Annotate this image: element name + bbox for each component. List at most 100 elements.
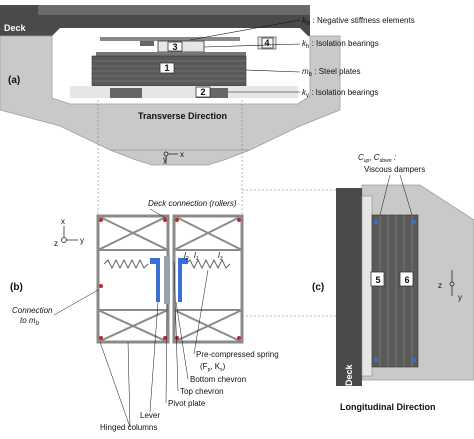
damper-c-down: , C: [369, 153, 379, 162]
legend-sub-kn: N: [306, 21, 310, 27]
leader-deck-connection: [149, 208, 167, 219]
damper-c-up: C: [358, 153, 364, 162]
element-number-5: 5: [375, 275, 380, 285]
panel-label-b: (b): [10, 282, 23, 293]
pivot-plate: [164, 256, 170, 304]
lever-left: [150, 258, 160, 302]
deck-plate: [100, 37, 240, 41]
dim-l2-symbol: l: [184, 251, 186, 260]
spring-k: , K: [210, 362, 220, 371]
deck-label-c: Deck: [344, 363, 354, 386]
viscous-damper-markers: [374, 220, 416, 362]
dim-l3-symbol: l: [218, 251, 220, 260]
legend-item-mb: mb : Steel plates: [302, 67, 361, 78]
element-number-2: 2: [200, 87, 205, 97]
viscous-dampers-label: Viscous dampers: [364, 165, 425, 174]
number-box-5: [370, 271, 385, 287]
legend-item-kh: kh : Isolation bearings: [302, 39, 379, 50]
leader-damper-1: [379, 174, 391, 216]
deck-label-a: Deck: [4, 23, 27, 33]
axis-x-label-a: x: [180, 150, 184, 159]
axis-origin-b: [61, 237, 67, 243]
spring-k-sub: s: [220, 367, 223, 373]
axis-z-label-c: z: [438, 281, 442, 290]
callout-pre-compressed-spring: Pre-compressed spring: [196, 350, 279, 359]
legend-sub-kv: v: [306, 93, 309, 99]
dim-l1-sub: 1: [196, 256, 199, 262]
pre-compressed-spring-left: [103, 258, 149, 270]
legend-sep-kh: :: [309, 39, 316, 48]
roller-connectors: [99, 218, 241, 340]
leader-kn: [189, 19, 301, 41]
dim-l3: l3: [218, 251, 223, 262]
deck-connection-label: Deck connection (rollers): [148, 199, 237, 208]
device-frame-right: [172, 214, 244, 344]
connection-to-text: to m: [20, 316, 36, 325]
legend-sep-kv: :: [309, 88, 316, 97]
spring-f-sub: p: [208, 367, 211, 373]
panel-a: Deck 3 1 2 4: [0, 5, 415, 317]
spring-f: (F: [200, 362, 208, 371]
legend-desc-kn: Negative stiffness elements: [317, 16, 415, 25]
connection-label-line1: Connection: [12, 306, 53, 315]
number-box-3: [167, 41, 183, 52]
legend-symbol-kh: k: [302, 39, 307, 48]
connection-label-line2: to mb: [20, 316, 40, 327]
legend-symbol-mb: m: [302, 67, 309, 76]
callout-bottom-chevron: Bottom chevron: [190, 375, 246, 384]
axis-x-label-b: x: [61, 217, 65, 226]
element-number-4: 4: [264, 38, 269, 48]
dim-l1-symbol: l: [194, 251, 196, 260]
deck-longitudinal: [336, 188, 362, 386]
vertical-bearing-right: [196, 88, 228, 98]
legend-sub-mb: b: [309, 72, 313, 78]
svg-text:kN : Negative stiffness elemen: kN : Negative stiffness elements: [302, 16, 415, 27]
callout-pivot-plate: Pivot plate: [168, 399, 206, 408]
legend-symbol-kn: k: [302, 16, 307, 25]
dim-l3-sub: 3: [220, 256, 223, 262]
leader-kh: [203, 43, 301, 48]
damper-symbols: Cup, Cdown :: [358, 153, 396, 164]
element-number-3: 3: [172, 42, 177, 52]
upper-plate: [96, 52, 246, 56]
svg-text:kh : Isolation bearings: kh : Isolation bearings: [302, 39, 379, 50]
axis-y-label-c: y: [458, 293, 462, 302]
connection-plate: [361, 195, 373, 377]
panel-b: Deck connection (rollers) l2 l1 l3 x y z…: [10, 199, 279, 432]
pre-compressed-spring-right: [185, 258, 231, 270]
panel-label-c: (c): [312, 282, 324, 293]
svg-text:kv : Isolation bearings: kv : Isolation bearings: [302, 88, 378, 99]
axis-y-label-a: y: [163, 155, 167, 164]
pier-column: [109, 149, 251, 166]
dim-l2: l2: [184, 251, 189, 262]
axis-y-label-b: y: [80, 236, 84, 245]
callout-spring-params: (Fp, Ks): [200, 362, 226, 373]
transverse-direction-title: Transverse Direction: [138, 111, 227, 121]
damper-sub-down: down: [380, 158, 392, 164]
leader-mb: [245, 69, 301, 73]
connection-sub: b: [36, 321, 40, 327]
deck-top-girder: [38, 5, 310, 15]
element-number-1: 1: [164, 63, 169, 73]
leader-connection: [53, 289, 99, 316]
legend-sub-kh: h: [306, 44, 309, 50]
legend-desc-mb: Steel plates: [319, 67, 361, 76]
pier-cap: [0, 35, 341, 151]
legend-item-kn: kN : Negative stiffness elements: [302, 16, 415, 27]
lever-right: [178, 258, 188, 302]
panel-c: Deck 5 6 Cup, Cdown : Viscous dampers (c…: [312, 153, 474, 412]
dim-l1: l1: [194, 251, 199, 262]
axis-z-label-b: z: [54, 239, 58, 248]
legend-desc-kh: Isolation bearings: [316, 39, 379, 48]
callout-hinged-columns: Hinged columns: [100, 423, 157, 432]
legend-desc-kv: Isolation bearings: [316, 88, 379, 97]
vertical-bearing-left: [110, 88, 142, 98]
damper-assembly: [371, 214, 419, 368]
legend-sep-mb: :: [312, 67, 319, 76]
number-box-4: [261, 37, 274, 49]
callout-lever: Lever: [140, 411, 160, 420]
number-box-6: [399, 271, 414, 287]
spring-close: ): [223, 362, 226, 371]
element-number-6: 6: [404, 275, 409, 285]
